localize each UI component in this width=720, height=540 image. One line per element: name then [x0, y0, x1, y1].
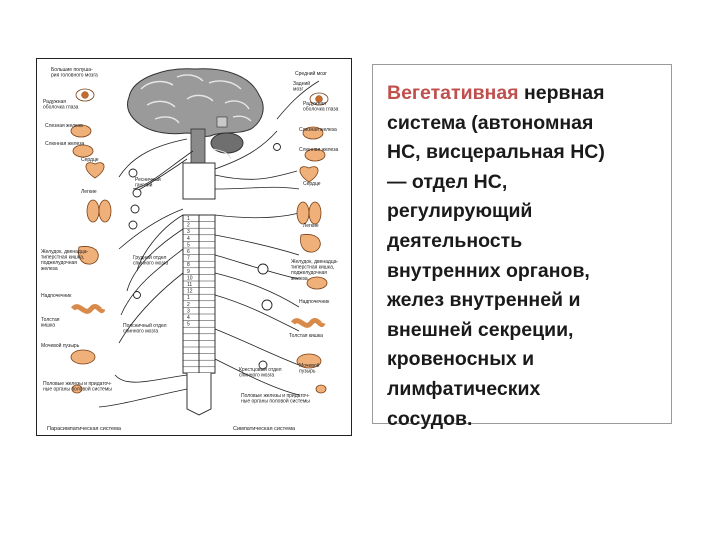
svg-text:1: 1 [187, 295, 190, 301]
svg-text:3: 3 [187, 308, 190, 314]
nerve-fibres [98, 80, 320, 408]
svg-text:4: 4 [187, 236, 190, 242]
right-eye-icon [309, 92, 329, 106]
label-left-salivary-gland: Слюнная железа [45, 141, 85, 147]
left-gonad-icon [71, 384, 83, 394]
left-salivary-gland-icon [72, 144, 94, 158]
right-gonad-icon [315, 384, 327, 394]
svg-text:5: 5 [187, 322, 190, 328]
definition-body: нервная система (автономная НС, висцерал… [387, 82, 605, 430]
left-organs [70, 88, 112, 394]
svg-text:3: 3 [187, 229, 190, 235]
definition-term: Вегетативная [387, 82, 519, 104]
left-lungs-icon [86, 199, 112, 223]
parasympathetic-caption: Парасимпатическая система [47, 426, 122, 432]
definition-box: Вегетативная нервная система (автономная… [372, 64, 672, 430]
svg-text:6: 6 [187, 249, 190, 255]
label-right-salivary-gland: Слюнная железа [299, 147, 339, 153]
right-bladder-icon [296, 353, 322, 369]
label-right-heart: Сердце [303, 181, 321, 187]
label-left-stomach: Желудок, двенадца-типерстная кишка,подже… [41, 249, 88, 272]
right-salivary-gland-icon [304, 148, 326, 162]
right-lacrimal-gland-icon [302, 126, 324, 140]
label-right-gonads: Половые железы и придаточ-ные органы пол… [241, 393, 310, 405]
label-left-gonads: Половые железы и придаточ-ные органы пол… [43, 381, 112, 393]
right-adrenal-icon [306, 276, 328, 290]
midbrain-marker [216, 116, 228, 128]
left-stomach-icon [78, 246, 99, 265]
right-colon-icon [291, 318, 326, 328]
label-right-colon: Толстая кишка [289, 333, 323, 339]
label-right-lacrimal-gland: Слезная железа [299, 127, 337, 133]
svg-text:10: 10 [187, 275, 193, 281]
svg-text:4: 4 [187, 315, 190, 321]
label-right-lungs: Легкие [303, 223, 319, 229]
sympathetic-caption: Симпатическая система [233, 426, 296, 432]
left-lacrimal-gland-icon [70, 124, 92, 138]
left-eye-icon [75, 88, 95, 102]
brain-illustration [127, 68, 264, 164]
svg-text:1: 1 [187, 216, 190, 222]
left-colon-icon [71, 304, 106, 314]
right-heart-icon [299, 166, 319, 183]
svg-text:2: 2 [187, 302, 190, 308]
definition-text: Вегетативная нервная система (автономная… [387, 79, 669, 434]
svg-text:11: 11 [187, 282, 192, 288]
svg-text:9: 9 [187, 269, 190, 275]
label-right-adrenal: Надпочечник [299, 299, 330, 305]
right-lungs-icon [296, 201, 322, 225]
label-cerebral-hemispheres: Большие полуша-рия головного мозга [51, 67, 98, 79]
svg-text:2: 2 [187, 223, 190, 229]
right-stomach-icon [300, 234, 321, 253]
label-midbrain: Средний мозг [295, 70, 327, 77]
label-left-bladder: Мочевой пузырь [41, 342, 80, 349]
right-organs [291, 92, 329, 394]
svg-text:12: 12 [187, 289, 193, 295]
svg-text:8: 8 [187, 262, 190, 268]
left-bladder-icon [70, 349, 96, 365]
label-left-lacrimal-gland: Слезная железа [45, 123, 83, 129]
label-left-heart: Сердце [81, 157, 99, 163]
svg-text:7: 7 [187, 256, 190, 262]
label-right-stomach: Желудок, двенадца-типерстная кишка,подже… [291, 259, 338, 282]
label-left-adrenal: Надпочечник [41, 293, 72, 299]
left-heart-icon [85, 162, 105, 179]
svg-text:5: 5 [187, 242, 190, 248]
label-left-lungs: Легкие [81, 189, 97, 195]
ganglia [128, 143, 281, 370]
